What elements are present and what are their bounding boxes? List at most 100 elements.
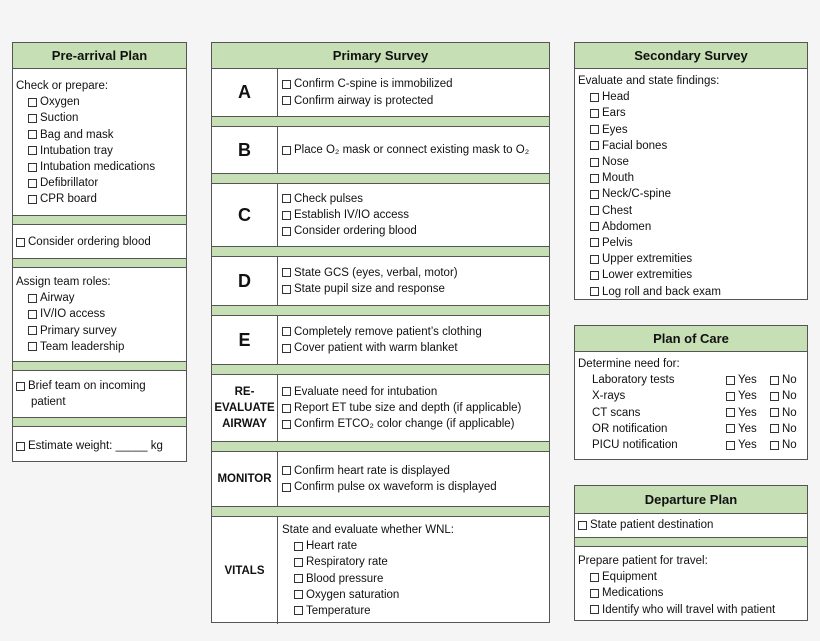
- checkbox[interactable]: [770, 424, 779, 434]
- checkbox[interactable]: [294, 606, 303, 616]
- checkbox[interactable]: [282, 194, 291, 204]
- checkbox[interactable]: [28, 309, 37, 319]
- no-option[interactable]: No: [770, 390, 797, 402]
- checkbox[interactable]: [282, 284, 291, 294]
- checkbox[interactable]: [28, 97, 37, 107]
- checkbox[interactable]: [590, 222, 599, 232]
- checkbox[interactable]: [28, 342, 37, 352]
- primary-item-confirm-etco-color-change-if-applicable[interactable]: Confirm ETCO₂ color change (if applicabl…: [282, 416, 549, 432]
- estimate-weight-item[interactable]: Estimate weight: _____ kg: [16, 438, 163, 454]
- checkbox[interactable]: [294, 557, 303, 567]
- primary-item-confirm-pulse-ox-waveform-is-displayed[interactable]: Confirm pulse ox waveform is displayed: [282, 479, 549, 495]
- primary-item-consider-ordering-blood[interactable]: Consider ordering blood: [282, 223, 549, 239]
- checkbox[interactable]: [590, 125, 599, 135]
- checkbox[interactable]: [590, 173, 599, 183]
- checkbox[interactable]: [726, 440, 735, 450]
- primary-item-respiratory-rate[interactable]: Respiratory rate: [282, 554, 549, 570]
- checkbox[interactable]: [726, 375, 735, 385]
- yes-option[interactable]: Yes: [726, 407, 770, 419]
- checkbox[interactable]: [282, 482, 291, 492]
- prearrival-item-oxygen[interactable]: Oxygen: [16, 94, 186, 110]
- brief-team-item[interactable]: Brief team on incoming patient: [16, 378, 146, 410]
- checkbox[interactable]: [28, 130, 37, 140]
- checkbox[interactable]: [28, 178, 37, 188]
- checkbox[interactable]: [590, 270, 599, 280]
- checkbox[interactable]: [770, 375, 779, 385]
- role-item-team-leadership[interactable]: Team leadership: [16, 339, 186, 355]
- primary-item-report-et-tube-size-and-depth-if-applicable[interactable]: Report ET tube size and depth (if applic…: [282, 400, 549, 416]
- primary-item-confirm-airway-is-protected[interactable]: Confirm airway is protected: [282, 93, 549, 109]
- yes-option[interactable]: Yes: [726, 423, 770, 435]
- checkbox[interactable]: [16, 441, 25, 451]
- checkbox[interactable]: [590, 238, 599, 248]
- checkbox[interactable]: [294, 590, 303, 600]
- checkbox[interactable]: [282, 145, 291, 155]
- prearrival-item-defibrillator[interactable]: Defibrillator: [16, 175, 186, 191]
- no-option[interactable]: No: [770, 374, 797, 386]
- checkbox[interactable]: [726, 391, 735, 401]
- checkbox[interactable]: [770, 408, 779, 418]
- checkbox[interactable]: [282, 327, 291, 337]
- prearrival-item-bag-and-mask[interactable]: Bag and mask: [16, 127, 186, 143]
- checkbox[interactable]: [28, 293, 37, 303]
- prearrival-item-intubation-tray[interactable]: Intubation tray: [16, 143, 186, 159]
- primary-item-state-pupil-size-and-response[interactable]: State pupil size and response: [282, 281, 549, 297]
- primary-item-confirm-heart-rate-is-displayed[interactable]: Confirm heart rate is displayed: [282, 463, 549, 479]
- checkbox[interactable]: [578, 520, 587, 530]
- departure-item-identify-who-will-travel-with-patient[interactable]: Identify who will travel with patient: [578, 602, 807, 618]
- checkbox[interactable]: [726, 424, 735, 434]
- yes-option[interactable]: Yes: [726, 439, 770, 451]
- yes-option[interactable]: Yes: [726, 390, 770, 402]
- no-option[interactable]: No: [770, 407, 797, 419]
- checkbox[interactable]: [590, 92, 599, 102]
- checkbox[interactable]: [590, 254, 599, 264]
- consider-blood-item[interactable]: Consider ordering blood: [16, 234, 151, 250]
- patient-destination-item[interactable]: State patient destination: [578, 517, 713, 533]
- prearrival-item-cpr-board[interactable]: CPR board: [16, 191, 186, 207]
- secondary-item-head[interactable]: Head: [578, 89, 807, 105]
- primary-item-state-gcs-eyes-verbal-motor[interactable]: State GCS (eyes, verbal, motor): [282, 265, 549, 281]
- prearrival-item-suction[interactable]: Suction: [16, 110, 186, 126]
- checkbox[interactable]: [16, 381, 25, 391]
- primary-item-check-pulses[interactable]: Check pulses: [282, 191, 549, 207]
- checkbox[interactable]: [16, 237, 25, 247]
- secondary-item-mouth[interactable]: Mouth: [578, 170, 807, 186]
- primary-item-cover-patient-with-warm-blanket[interactable]: Cover patient with warm blanket: [282, 340, 549, 356]
- primary-item-temperature[interactable]: Temperature: [282, 603, 549, 619]
- checkbox[interactable]: [28, 113, 37, 123]
- secondary-item-nose[interactable]: Nose: [578, 154, 807, 170]
- checkbox[interactable]: [28, 146, 37, 156]
- role-item-airway[interactable]: Airway: [16, 290, 186, 306]
- secondary-item-ears[interactable]: Ears: [578, 105, 807, 121]
- secondary-item-pelvis[interactable]: Pelvis: [578, 235, 807, 251]
- checkbox[interactable]: [590, 287, 599, 297]
- secondary-item-neck-c-spine[interactable]: Neck/C-spine: [578, 186, 807, 202]
- checkbox[interactable]: [28, 326, 37, 336]
- secondary-item-chest[interactable]: Chest: [578, 203, 807, 219]
- primary-item-evaluate-need-for-intubation[interactable]: Evaluate need for intubation: [282, 384, 549, 400]
- checkbox[interactable]: [282, 96, 291, 106]
- checkbox[interactable]: [590, 189, 599, 199]
- checkbox[interactable]: [770, 391, 779, 401]
- primary-item-oxygen-saturation[interactable]: Oxygen saturation: [282, 587, 549, 603]
- checkbox[interactable]: [282, 210, 291, 220]
- checkbox[interactable]: [282, 79, 291, 89]
- prearrival-item-intubation-medications[interactable]: Intubation medications: [16, 159, 186, 175]
- departure-item-medications[interactable]: Medications: [578, 585, 807, 601]
- checkbox[interactable]: [590, 108, 599, 118]
- checkbox[interactable]: [590, 157, 599, 167]
- secondary-item-lower-extremities[interactable]: Lower extremities: [578, 267, 807, 283]
- checkbox[interactable]: [590, 206, 599, 216]
- checkbox[interactable]: [282, 419, 291, 429]
- departure-item-equipment[interactable]: Equipment: [578, 569, 807, 585]
- checkbox[interactable]: [590, 588, 599, 598]
- role-item-primary-survey[interactable]: Primary survey: [16, 323, 186, 339]
- secondary-item-log-roll-and-back-exam[interactable]: Log roll and back exam: [578, 283, 807, 299]
- primary-item-blood-pressure[interactable]: Blood pressure: [282, 571, 549, 587]
- checkbox[interactable]: [590, 572, 599, 582]
- secondary-item-facial-bones[interactable]: Facial bones: [578, 138, 807, 154]
- secondary-item-abdomen[interactable]: Abdomen: [578, 219, 807, 235]
- checkbox[interactable]: [28, 162, 37, 172]
- checkbox[interactable]: [282, 387, 291, 397]
- checkbox[interactable]: [294, 574, 303, 584]
